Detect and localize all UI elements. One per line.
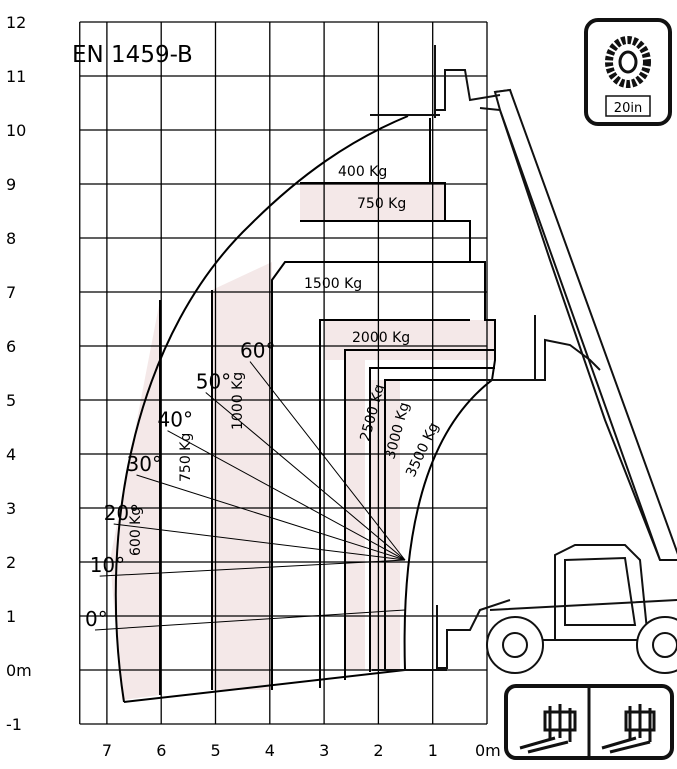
angle-label-30: 30°: [127, 452, 162, 476]
bottom-envelope: [123, 669, 406, 703]
front-wheel-hub: [502, 632, 528, 658]
standard-title: EN 1459-B: [72, 42, 193, 68]
load-label-2000: 2000 Kg: [352, 330, 410, 346]
fork-carriage-alt-icon: [601, 704, 656, 754]
rear-wheel: [636, 616, 677, 674]
x-tick-label: 0m: [475, 741, 501, 760]
angle-line-30: [136, 474, 406, 561]
x-tick-label: 3: [319, 741, 329, 760]
boundary-3500: [384, 379, 480, 670]
fork-top: [370, 110, 440, 118]
boundary-3000: [369, 367, 495, 672]
y-tick-label: 12: [6, 13, 26, 32]
outer-envelope: [114, 115, 409, 703]
y-axis-labels: 12 11 10 9 8 7 6 5 4 3 2 1 0m -1: [6, 13, 32, 734]
x-tick-label: 5: [211, 741, 221, 760]
y-tick-label: 3: [6, 499, 16, 518]
cab-window: [564, 556, 637, 626]
y-tick-label: 10: [6, 121, 26, 140]
zone-shade-2500: [345, 350, 365, 670]
x-tick-label: 7: [102, 741, 112, 760]
y-tick-label: 7: [6, 283, 16, 302]
angle-line-50: [205, 392, 406, 561]
load-label-750-low: 750 Kg: [178, 433, 194, 482]
tyre-label-box: [605, 95, 651, 117]
angle-label-40: 40°: [158, 408, 193, 432]
boundary-1500: [271, 261, 470, 690]
boom-fill: [493, 88, 677, 561]
rear-wheel-hub: [652, 632, 677, 658]
y-tick-label: 0m: [6, 661, 32, 680]
load-label-3500: 3500 Kg: [403, 420, 442, 479]
y-tick-label: 6: [6, 337, 16, 356]
boundary-750-top: [300, 182, 445, 222]
boom-lower: [479, 107, 661, 561]
angle-labels: 0° 10° 20° 30° 40°50° 60°: [85, 339, 275, 631]
fork-carriage-icon: [519, 704, 577, 754]
carriage-low: [436, 599, 511, 669]
y-tick-label: 4: [6, 445, 16, 464]
angle-line-10: [99, 559, 406, 577]
y-tick-label: 11: [6, 67, 26, 86]
load-label-600: 600 Kg: [128, 507, 144, 556]
telehandler-machine: [370, 45, 677, 674]
load-label-400: 400 Kg: [338, 164, 387, 180]
load-label-1500: 1500 Kg: [304, 276, 362, 292]
x-tick-label: 6: [156, 741, 166, 760]
boundary-2500: [344, 349, 495, 680]
angle-line-40: [167, 430, 406, 561]
angle-label-10: 10°: [90, 553, 125, 577]
angle-label-50: 50°: [196, 370, 231, 394]
front-wheel: [486, 616, 544, 674]
y-tick-label: 2: [6, 553, 16, 572]
x-axis-labels: 7 6 5 4 3 2 1 0m: [102, 741, 501, 760]
boundary-2000: [319, 319, 470, 688]
x-tick-label: 4: [265, 741, 275, 760]
zone-boundaries: [114, 115, 496, 703]
x-tick-label: 2: [373, 741, 383, 760]
x-tick-label: 1: [428, 741, 438, 760]
angle-label-20: 20°: [104, 501, 139, 525]
tyre-size-label: 20in: [614, 101, 642, 116]
angle-line-0: [94, 609, 406, 631]
load-label-750-top: 750 Kg: [357, 196, 406, 212]
tyre-badge: 20in: [584, 18, 672, 126]
attachment-icons: [504, 684, 674, 760]
y-tick-label: -1: [6, 715, 22, 734]
y-tick-label: 1: [6, 607, 16, 626]
angle-label-0: 0°: [85, 607, 108, 631]
zone-shade-1000: [212, 262, 272, 690]
angle-line-20: [113, 523, 406, 561]
carriage-top: [434, 45, 501, 111]
angle-line-60: [249, 361, 406, 561]
inner-envelope: [403, 118, 496, 671]
y-tick-label: 8: [6, 229, 16, 248]
angle-label-60: 60°: [240, 339, 275, 363]
angle-lines: [94, 361, 406, 631]
load-label-1000: 1000 Kg: [230, 372, 246, 430]
y-tick-label: 5: [6, 391, 16, 410]
tyre-icon: [605, 36, 651, 88]
y-tick-label: 9: [6, 175, 16, 194]
